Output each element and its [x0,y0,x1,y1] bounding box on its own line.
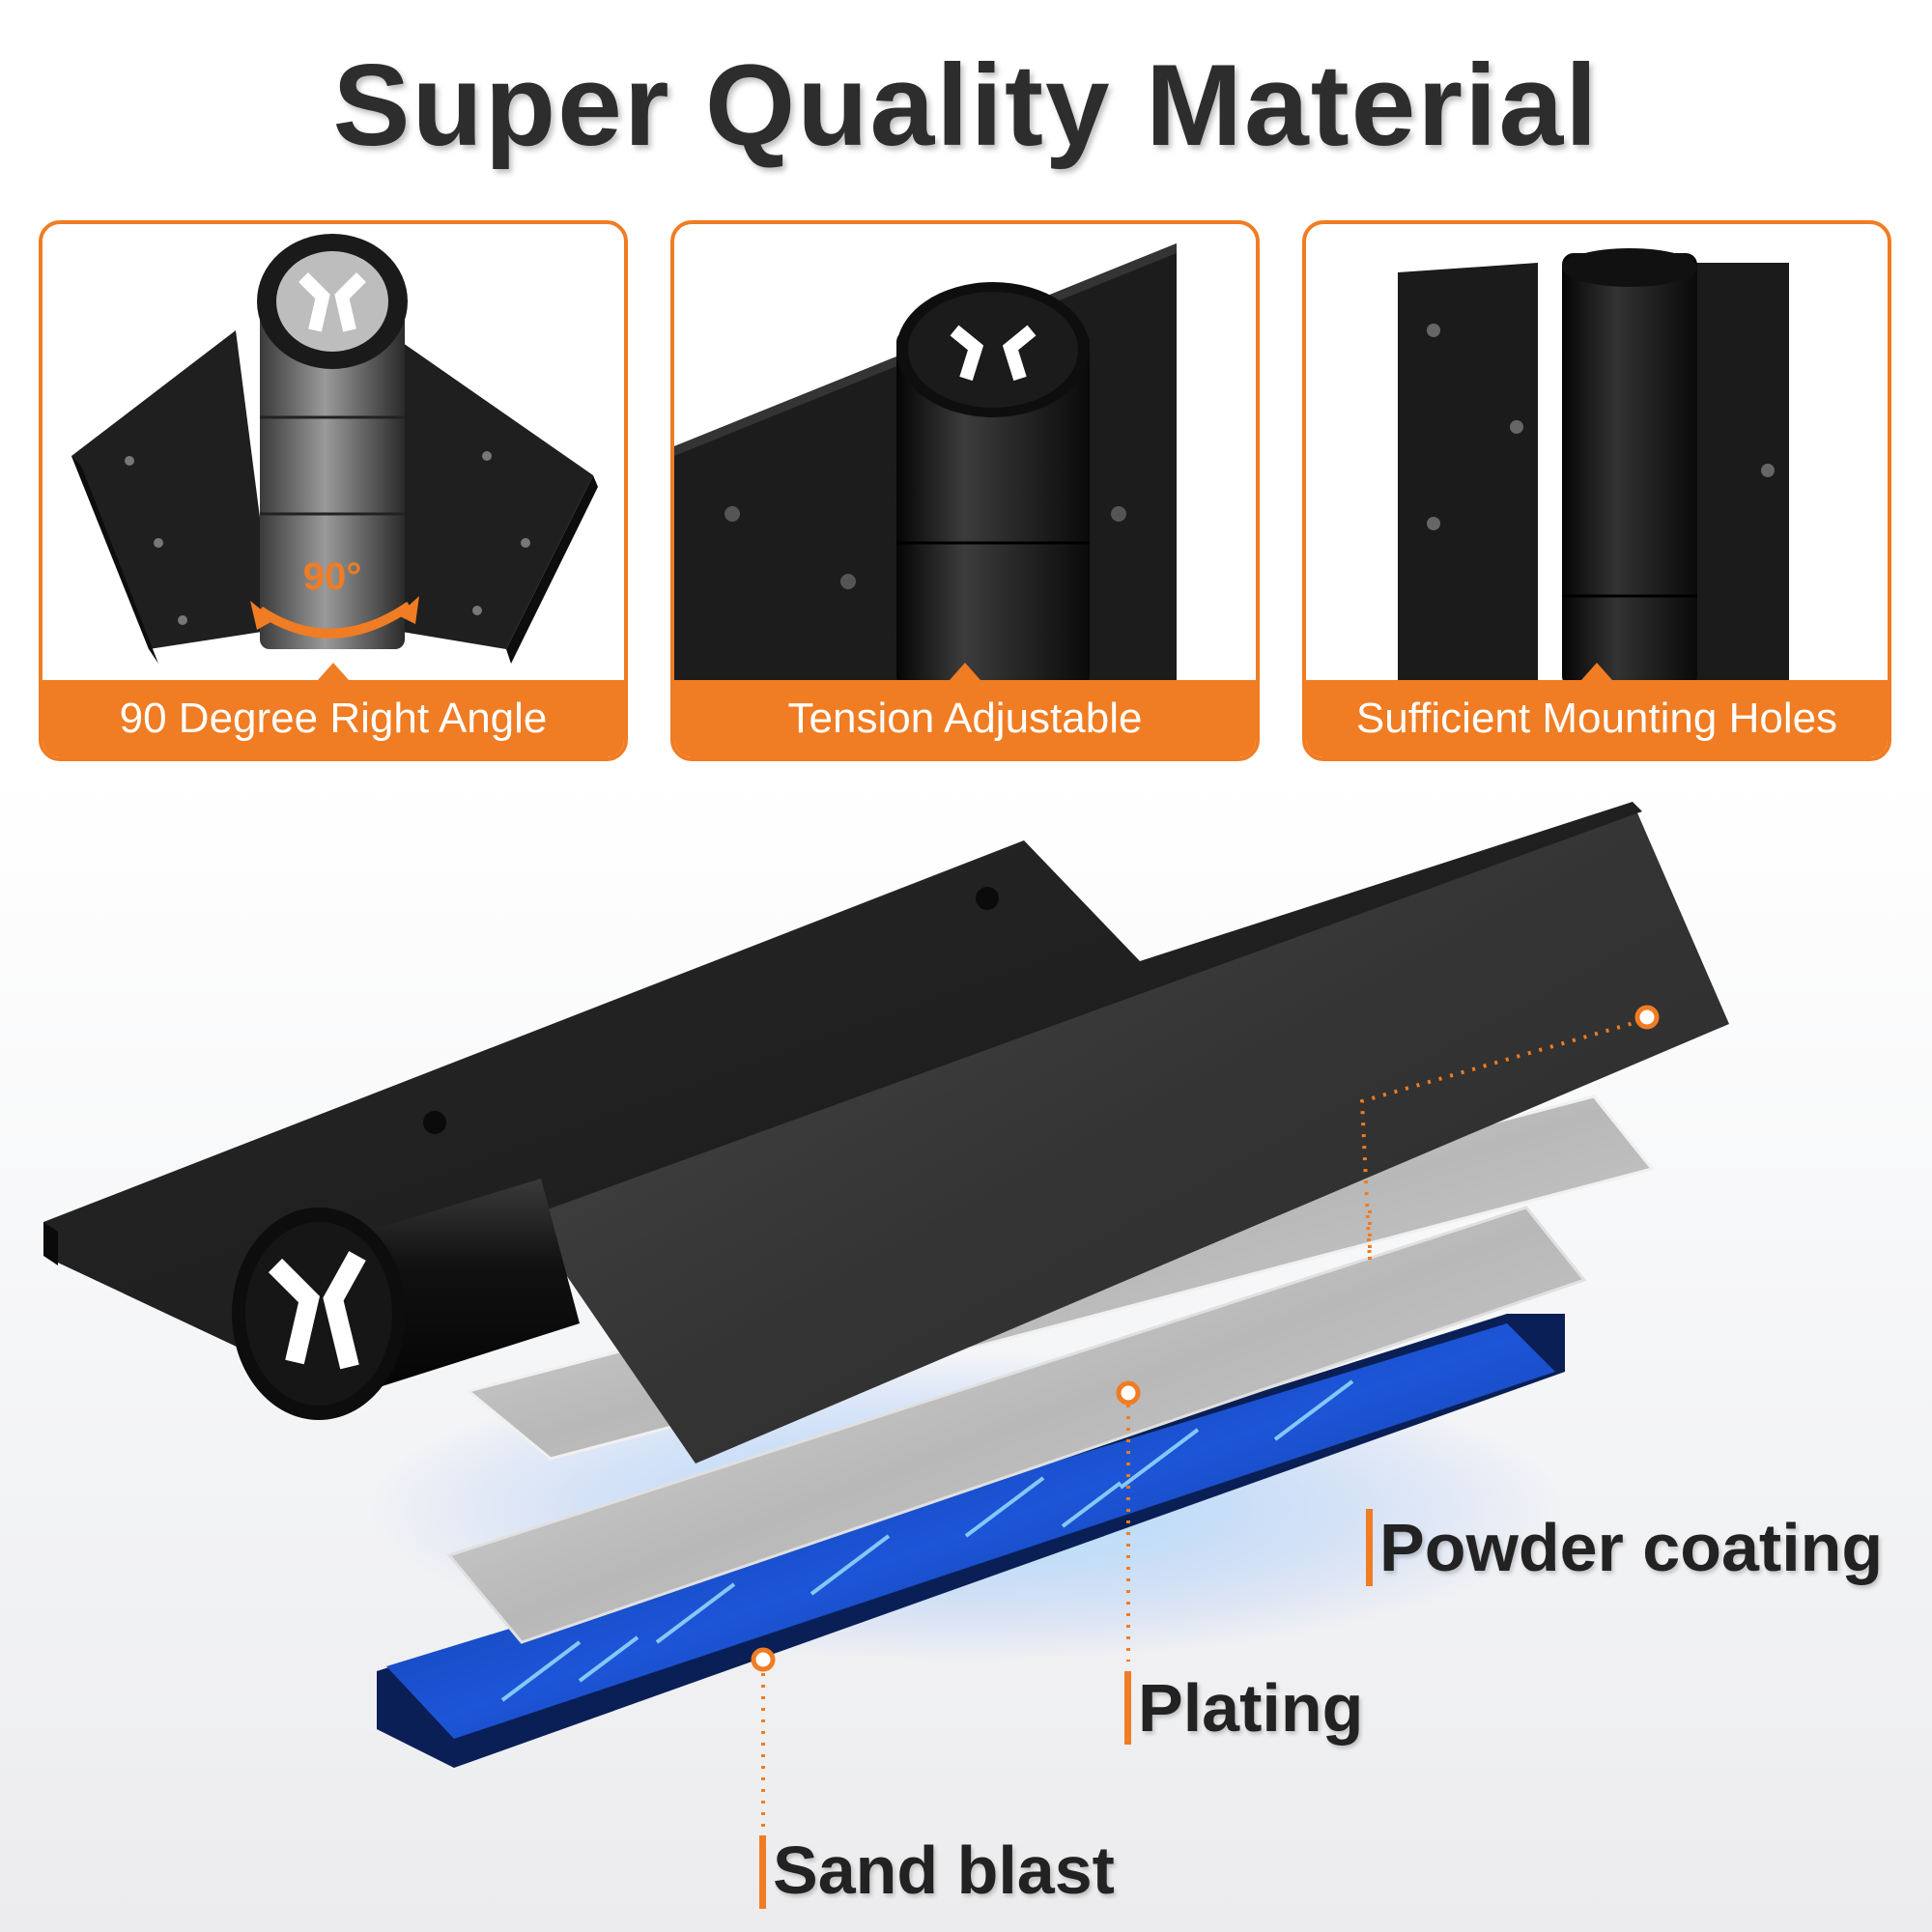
plating-lower-layer [446,1206,1587,1644]
feature-caption: Sufficient Mounting Holes [1306,680,1888,757]
powder-coating-label: Powder coating [1379,1510,1884,1585]
feature-caption: Tension Adjustable [674,680,1256,757]
hinge-right-angle-image: 90° [71,234,598,664]
hinge-mounting-holes-image [1398,248,1789,688]
label-accent-bar [1366,1509,1373,1586]
hinge-pin-slot-icon [268,1251,366,1370]
feature-card-right-angle: 90° 90 Degree Right Angle [39,220,628,761]
label-accent-bar [759,1835,766,1909]
feature-caption: 90 Degree Right Angle [43,680,624,757]
caption-pointer [318,663,349,680]
powder-coating-layer [526,802,1729,1463]
label-accent-bar [1124,1671,1131,1745]
hinge-tension-image [674,243,1177,688]
caption-pointer [950,663,980,680]
angle-badge: 90° [303,555,362,598]
feature-card-tension: Tension Adjustable [670,220,1260,761]
feature-card-mounting-holes: Sufficient Mounting Holes [1302,220,1891,761]
plating-label: Plating [1138,1670,1364,1746]
layer-exploded-view [43,802,1729,1835]
sand-blast-label: Sand blast [773,1833,1115,1908]
caption-pointer [1581,663,1612,680]
page-title: Super Quality Material [332,41,1600,170]
